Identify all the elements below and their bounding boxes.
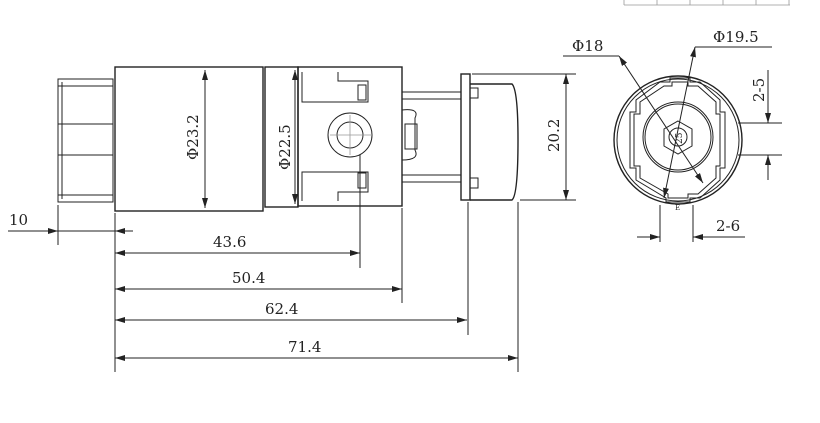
side-view: Φ23.2 Φ22.5 20.2 10 43.6 50.4 62.4 71.4 [8, 66, 576, 372]
main-body [114, 66, 264, 212]
dim-diameter-19-5: Φ19.5 [713, 28, 759, 46]
dim-2-5: 2-5 [750, 78, 768, 102]
dim-10: 10 [9, 211, 28, 229]
dim-2-6: 2-6 [716, 217, 740, 235]
dim-neck-diameter: Φ22.5 [276, 124, 294, 170]
cap [470, 83, 519, 201]
dim-71-4: 71.4 [288, 338, 321, 356]
rear-connector [57, 78, 114, 203]
actuator-rods [401, 91, 461, 183]
switch-block [297, 66, 403, 207]
dim-62-4: 62.4 [265, 300, 298, 318]
bottom-mark: E [675, 204, 680, 212]
flange [460, 73, 471, 201]
dim-diameter-18: Φ18 [572, 37, 603, 55]
dim-50-4: 50.4 [232, 269, 265, 287]
dim-height: 20.2 [545, 119, 563, 152]
front-view: 25 E Φ18 Φ19.5 2-5 2-6 [563, 28, 782, 242]
dim-body-diameter: Φ23.2 [184, 114, 202, 160]
table-fragment [623, 0, 790, 6]
dim-43-6: 43.6 [213, 233, 246, 251]
